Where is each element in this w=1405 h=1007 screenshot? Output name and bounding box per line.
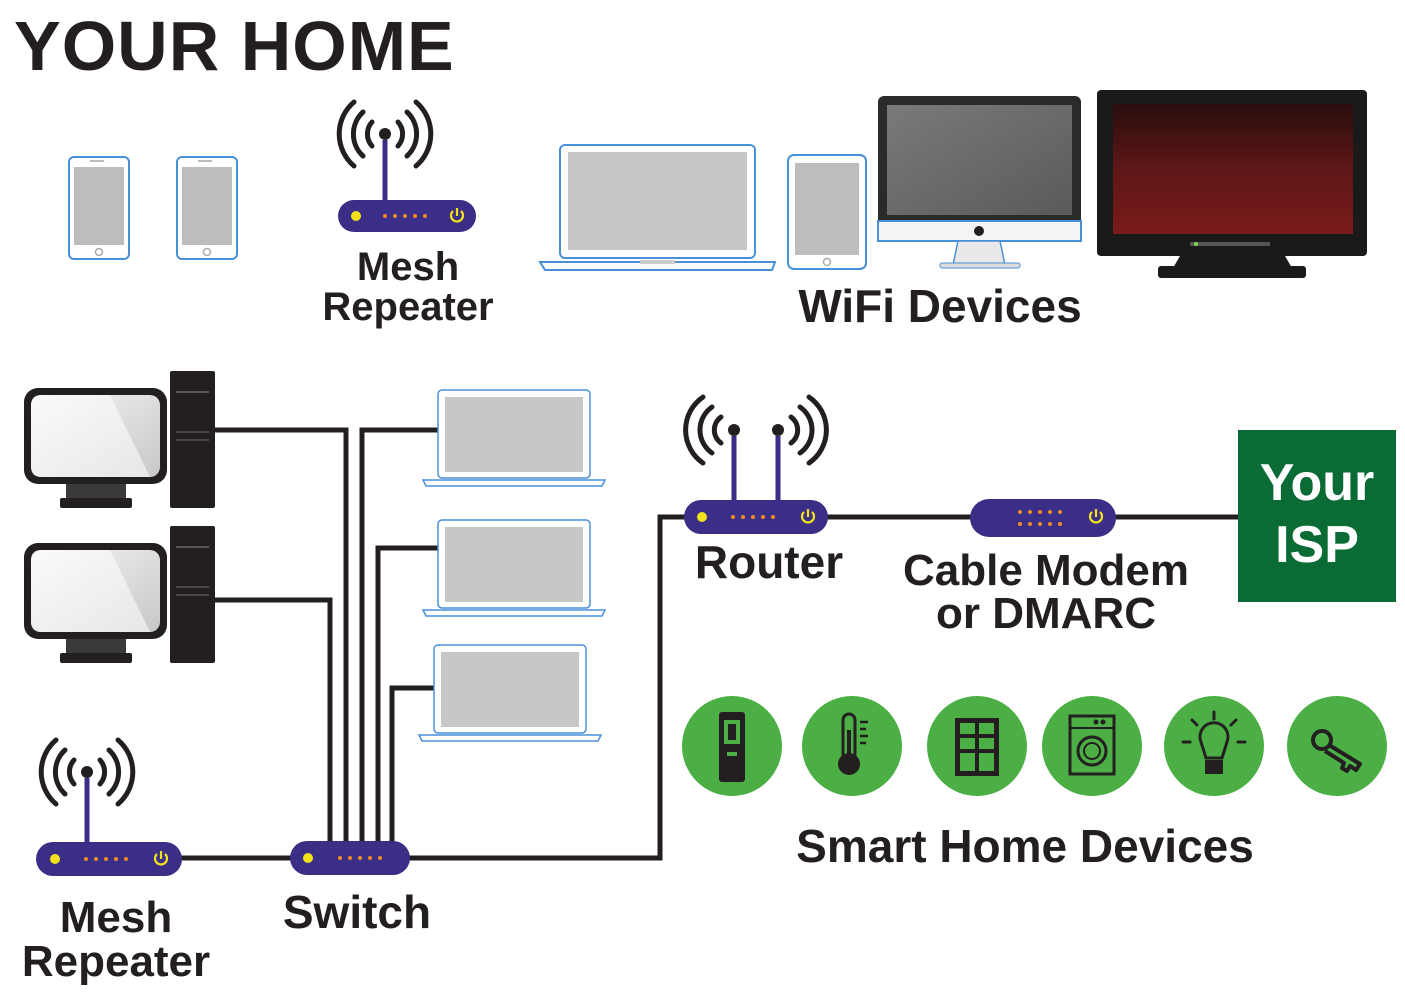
cable-modem	[970, 499, 1116, 537]
mesh-repeater-bottom	[36, 737, 182, 876]
mesh-repeater-bottom-label-line1: Mesh	[60, 893, 172, 942]
power-icon	[800, 509, 816, 524]
television-icon	[1097, 90, 1367, 278]
desktop-monitor-icon	[877, 96, 1082, 269]
isp-label-line2: ISP	[1275, 516, 1359, 574]
key-icon	[1287, 696, 1387, 796]
router-label: Router	[695, 536, 843, 588]
page-title: YOUR HOME	[14, 7, 455, 85]
cable-desktop-1	[215, 427, 349, 845]
cable-laptop-2	[375, 545, 440, 845]
tablet-icon	[787, 154, 867, 270]
laptop-icon	[417, 644, 603, 742]
isp-label-line1: Your	[1260, 454, 1375, 512]
cable-modem-label-line2: or DMARC	[936, 589, 1156, 638]
router	[683, 394, 829, 534]
laptop-icon	[421, 519, 607, 617]
mesh-repeater-bottom-label-line2: Repeater	[22, 937, 210, 986]
smartphone-icon	[68, 156, 130, 260]
cable-laptop-1	[359, 427, 440, 845]
thermostat-icon	[802, 696, 902, 796]
switch-label: Switch	[283, 886, 431, 938]
cable-laptop-3	[389, 685, 440, 845]
power-icon	[449, 208, 465, 223]
smart-home-icons	[682, 696, 1387, 796]
wifi-signal-icon	[38, 737, 136, 807]
cable-modem-label-line1: Cable Modem	[903, 546, 1189, 595]
washing-machine-icon	[1042, 696, 1142, 796]
wifi-signal-icon	[683, 394, 829, 466]
light-switch-panel-icon	[927, 696, 1027, 796]
mesh-repeater-top	[336, 99, 476, 232]
wifi-signal-icon	[336, 99, 434, 169]
network-switch	[290, 841, 410, 875]
smartphone-icon	[176, 156, 238, 260]
cable-desktop-2	[215, 597, 333, 845]
desktop-computer-icon	[24, 526, 215, 663]
door-lock-icon	[682, 696, 782, 796]
isp-box	[1238, 430, 1396, 602]
network-cables	[180, 427, 1240, 861]
cable-switch-router	[408, 514, 686, 861]
power-icon	[1088, 509, 1104, 524]
laptop-icon	[538, 144, 777, 271]
desktop-computer-icon	[24, 371, 215, 508]
light-bulb-icon	[1164, 696, 1264, 796]
mesh-repeater-top-label-line2: Repeater	[322, 285, 493, 329]
wifi-devices-label: WiFi Devices	[798, 280, 1081, 332]
laptop-icon	[421, 389, 607, 487]
mesh-repeater-top-label-line1: Mesh	[357, 245, 459, 289]
smart-home-devices-label: Smart Home Devices	[796, 820, 1254, 872]
power-icon	[153, 851, 169, 866]
